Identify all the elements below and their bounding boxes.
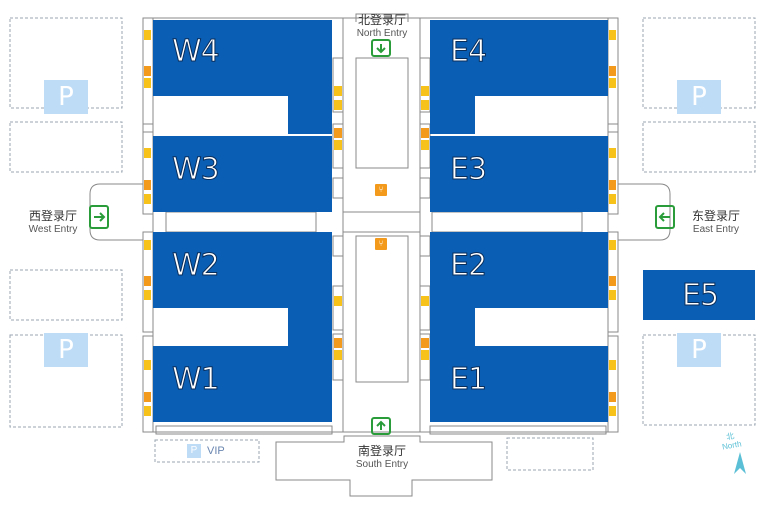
west-entry-en: West Entry — [28, 224, 78, 235]
vip-label: VIP — [207, 445, 225, 457]
hall-e4-label[interactable]: E4 — [449, 34, 487, 70]
hall-e4-shape — [430, 20, 608, 134]
south-entry-icon — [371, 417, 391, 435]
north-entry-label[interactable]: 北登录厅 North Entry — [336, 11, 428, 39]
parking-area-w3 — [9, 269, 123, 321]
parking-ne-icon[interactable]: P — [677, 80, 721, 114]
north-entry-icon — [371, 39, 391, 57]
hall-e3-shape — [430, 136, 608, 212]
hall-w3-label[interactable]: W3 — [172, 152, 221, 188]
hall-e2-e1-shape — [430, 232, 608, 422]
north-entry-cn: 北登录厅 — [357, 13, 406, 27]
compass-arrow-icon — [734, 452, 746, 474]
hall-w2-label[interactable]: W2 — [172, 248, 221, 284]
south-entry-en: South Entry — [355, 459, 409, 470]
west-entry-cn: 西登录厅 — [28, 209, 77, 223]
parking-sw-icon[interactable]: P — [44, 333, 88, 367]
hall-e5-label[interactable]: E5 — [681, 278, 719, 314]
south-entry-cn: 南登录厅 — [357, 444, 406, 458]
hall-e2-label[interactable]: E2 — [449, 248, 487, 284]
hall-w3-shape — [153, 136, 332, 212]
hall-e5-shape — [643, 270, 755, 320]
food-court-south-icon[interactable]: ⑂ — [375, 238, 387, 250]
vip-parking-area — [154, 439, 260, 463]
parking-nw-icon[interactable]: P — [44, 80, 88, 114]
hall-w2-shape — [153, 232, 332, 346]
parking-area-w2 — [9, 121, 123, 173]
east-entry-en: East Entry — [692, 224, 740, 235]
vip-parking-icon: P — [187, 444, 201, 458]
hall-e1-label[interactable]: E1 — [449, 362, 487, 398]
hall-w1-shape — [153, 346, 332, 422]
hall-w4-label[interactable]: W4 — [172, 34, 221, 70]
food-court-north-icon[interactable]: ⑂ — [375, 184, 387, 196]
parking-se-icon[interactable]: P — [677, 333, 721, 367]
hall-e3-label[interactable]: E3 — [449, 152, 487, 188]
hall-w1-label[interactable]: W1 — [172, 362, 221, 398]
vip-parking[interactable]: P VIP — [187, 444, 225, 458]
east-entry-icon — [655, 205, 675, 229]
south-entry-label[interactable]: 南登录厅 South Entry — [336, 442, 428, 470]
hall-w4-shape — [153, 20, 332, 134]
east-entry-cn: 东登录厅 — [691, 209, 740, 223]
north-entry-en: North Entry — [356, 28, 408, 39]
west-entry-icon — [89, 205, 109, 229]
parking-area-s — [506, 437, 594, 471]
parking-area-e2 — [642, 121, 756, 173]
east-entry-label[interactable]: 东登录厅 East Entry — [676, 207, 756, 235]
west-entry-label[interactable]: 西登录厅 West Entry — [16, 207, 90, 235]
